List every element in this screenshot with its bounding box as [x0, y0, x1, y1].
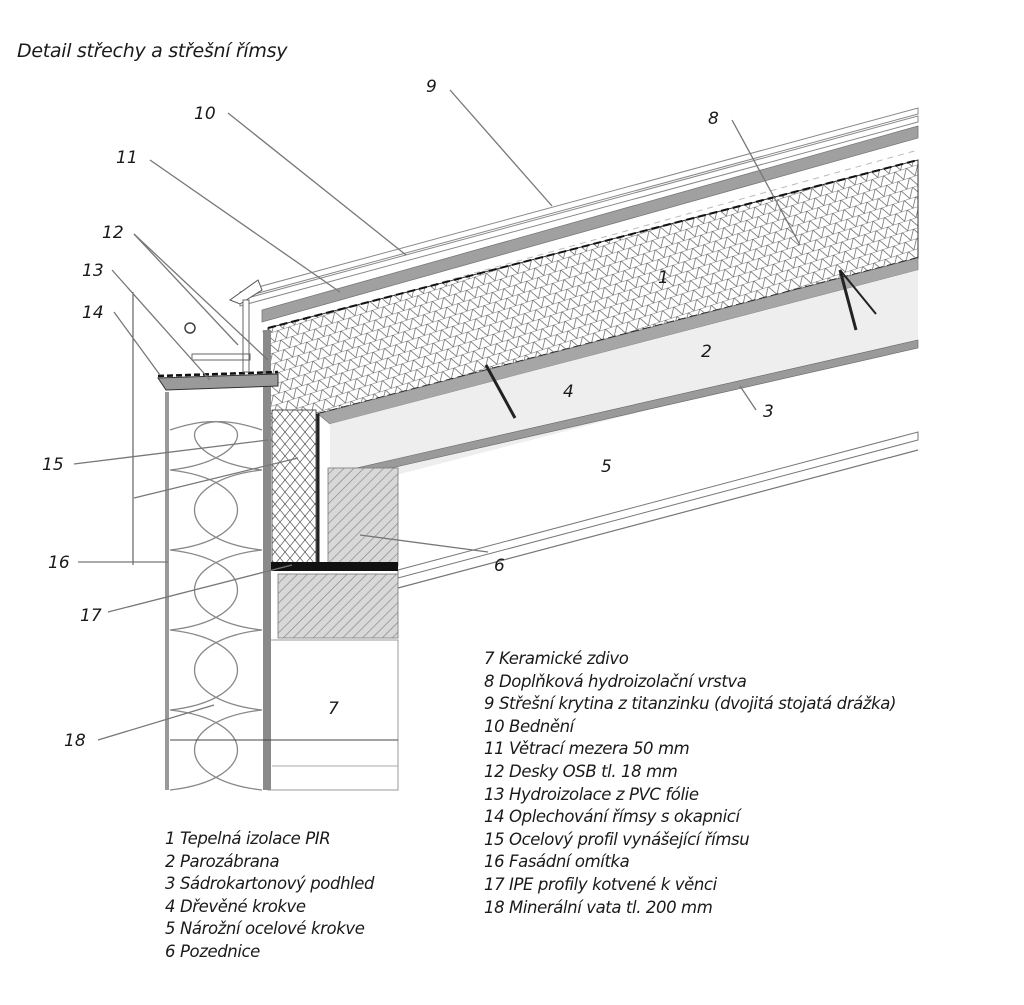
boarding-layer	[261, 125, 919, 323]
legend-item: 13 Hydroizolace z PVC fólie	[484, 784, 699, 804]
legend-item: 7 Keramické zdivo	[484, 649, 629, 668]
pir-insulation-vertical	[271, 409, 317, 571]
leader-10	[227, 112, 407, 256]
callout-10: 10	[194, 104, 216, 124]
steel-hip-rafters	[397, 431, 919, 589]
leader-12b	[133, 233, 269, 361]
legend-item: 2 Parozábrana	[165, 851, 280, 871]
legend-item: 12 Desky OSB tl. 18 mm	[484, 761, 678, 781]
leader-9	[449, 89, 553, 207]
steel-ties	[484, 269, 877, 419]
facade-plaster	[165, 330, 271, 790]
callout-14: 14	[82, 303, 104, 323]
leader-8	[731, 119, 801, 246]
callout-13: 13	[82, 261, 104, 281]
ceramic-masonry-wall	[267, 639, 399, 791]
legend-item: 3 Sádrokartonový podhled	[165, 874, 375, 894]
callout-18: 18	[64, 731, 86, 751]
leader-15a	[73, 439, 269, 465]
legend-item: 18 Minerální vata tl. 200 mm	[484, 897, 713, 917]
callout-6: 6	[494, 556, 505, 576]
timber-rafter-zone	[316, 270, 918, 565]
leader-3	[739, 385, 757, 411]
cornice-flashing	[157, 279, 279, 391]
wall-plate-block	[327, 467, 399, 567]
legend-item: 17 IPE profily kotvené k věnci	[484, 874, 717, 894]
leader-15b	[133, 457, 299, 499]
callout-9: 9	[426, 77, 437, 97]
legend-item: 4 Dřevěné krokve	[165, 896, 306, 916]
callout-5: 5	[601, 457, 612, 477]
legend-item: 5 Nárožní ocelové krokve	[165, 919, 365, 939]
legend-item: 9 Střešní krytina z titanzinku (dvojitá …	[484, 694, 897, 714]
legend-item: 16 Fasádní omítka	[484, 852, 630, 872]
leader-18	[97, 704, 215, 741]
leader-lines	[73, 89, 801, 741]
mineral-wool-insulation	[169, 421, 263, 791]
callout-1: 1	[658, 268, 669, 288]
legend-item: 1 Tepelná izolace PIR	[165, 829, 331, 848]
callout-3: 3	[763, 402, 774, 422]
callout-11: 11	[116, 148, 138, 168]
callout-15: 15	[42, 455, 64, 475]
leader-17	[107, 564, 293, 613]
legend-right: 7 Keramické zdivo 8 Doplňková hydroizola…	[484, 648, 904, 919]
callout-7: 7	[328, 699, 339, 719]
diagram-title: Detail střechy a střešní římsy	[17, 40, 288, 62]
callout-17: 17	[80, 606, 102, 626]
legend-item: 15 Ocelový profil vynášející římsu	[484, 829, 750, 849]
legend-item: 14 Oplechování římsy s okapnicí	[484, 807, 740, 827]
callout-2: 2	[701, 342, 712, 362]
leader-12a	[133, 233, 239, 346]
legend-item: 8 Doplňková hydroizolační vrstva	[484, 671, 747, 691]
ring-beam-block	[268, 562, 399, 639]
leader-11	[149, 159, 341, 293]
leader-14	[113, 311, 161, 376]
callout-4: 4	[563, 382, 574, 402]
leader-6	[359, 534, 489, 553]
callout-8: 8	[708, 109, 719, 129]
callout-numbers: 1 2 3 4 5 6 7 8 9 10 11 12 13 14 15 16 1…	[42, 77, 774, 751]
callout-12: 12	[102, 223, 124, 243]
legend-item: 6 Pozednice	[165, 941, 260, 961]
legend-item: 10 Bednění	[484, 716, 574, 736]
callout-16: 16	[48, 553, 70, 573]
leader-13	[111, 269, 211, 381]
legend-item: 11 Větrací mezera 50 mm	[484, 739, 690, 759]
legend-left: 1 Tepelná izolace PIR 2 Parozábrana 3 Sá…	[165, 828, 375, 964]
